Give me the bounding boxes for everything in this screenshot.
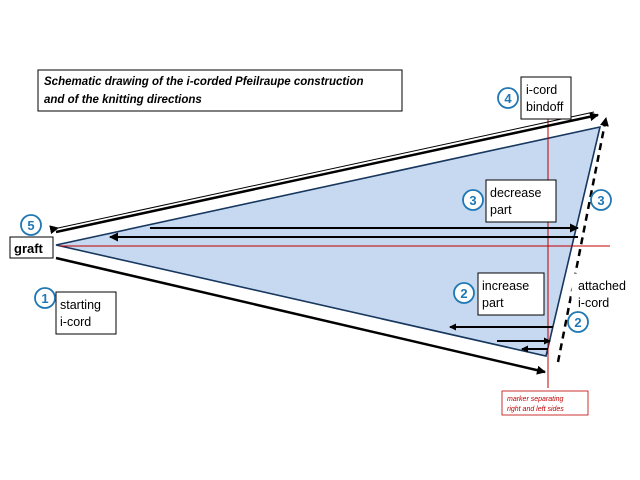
- attached-icord-label: attached i-cord: [571, 273, 633, 315]
- badge-1-number: 1: [41, 291, 48, 306]
- badge-5-circle: [20, 214, 42, 236]
- graft-box: [9, 236, 54, 259]
- attached-icord-line-1: attached: [578, 279, 626, 293]
- increase-part-line-2: part: [482, 296, 504, 310]
- title-box: Schematic drawing of the i-corded Pfeilr…: [37, 69, 403, 112]
- badge-2-edge-circle: [567, 311, 589, 333]
- starting-icord-arrow: [55, 256, 546, 375]
- icord-bindoff-box: [520, 76, 572, 120]
- right-edge-badge-3: 3: [590, 189, 612, 211]
- increase-part-label: increase part 2: [453, 272, 545, 316]
- icord-bindoff-line-1: i-cord: [526, 83, 557, 97]
- bindoff-arrow-back: [49, 111, 595, 235]
- attached-icord-box: [571, 273, 633, 315]
- badge-3-circle: [462, 189, 484, 211]
- bindoff-arrow: [55, 112, 599, 234]
- badge-3-edge-circle: [590, 189, 612, 211]
- decrease-part-line-1: decrease: [490, 186, 541, 200]
- attached-icord-line-2: i-cord: [578, 296, 609, 310]
- graft-label: graft 5: [9, 214, 54, 259]
- title-line-1: Schematic drawing of the i-corded Pfeilr…: [44, 76, 364, 88]
- title-frame: [37, 69, 403, 112]
- badge-2-circle: [453, 282, 475, 304]
- marker-line-2: right and left sides: [507, 406, 564, 413]
- badge-2-number: 2: [460, 286, 467, 301]
- marker-box: [501, 390, 589, 416]
- decrease-part-box: [485, 179, 557, 223]
- increase-part-line-1: increase: [482, 279, 529, 293]
- starting-icord-line-2: i-cord: [60, 315, 91, 329]
- starting-icord-label: starting i-cord 1: [34, 287, 117, 335]
- starting-icord-box: [55, 291, 117, 335]
- title-line-2: and of the knitting directions: [44, 94, 202, 106]
- attached-icord-arrow: [556, 117, 609, 363]
- decrease-part-label: decrease part 3: [462, 179, 557, 223]
- badge-1-circle: [34, 287, 56, 309]
- starting-icord-line-1: starting: [60, 298, 101, 312]
- badge-4-circle: [497, 87, 519, 109]
- icord-bindoff-line-2: bindoff: [526, 100, 564, 114]
- marker-line-1: marker separating: [507, 396, 564, 403]
- badge-3-edge-number: 3: [597, 193, 604, 208]
- decrease-part-line-2: part: [490, 203, 512, 217]
- marker-label: marker separating right and left sides: [501, 390, 589, 416]
- graft-text: graft: [14, 241, 44, 256]
- increase-part-box: [477, 272, 545, 316]
- badge-2-edge-number: 2: [574, 315, 581, 330]
- icord-bindoff-label: i-cord bindoff 4: [497, 76, 572, 120]
- badge-5-number: 5: [27, 218, 34, 233]
- right-edge-badge-2: 2: [567, 311, 589, 333]
- badge-3-number: 3: [469, 193, 476, 208]
- badge-4-number: 4: [504, 91, 512, 106]
